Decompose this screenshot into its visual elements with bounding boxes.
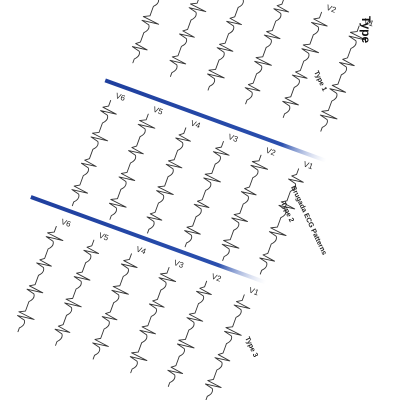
ecg-trace-3-v6	[17, 225, 64, 333]
lead-label-2-v2: V2	[265, 146, 278, 158]
lead-label-3-v4: V4	[135, 244, 148, 256]
lead-label-3-v3: V3	[173, 258, 186, 270]
lead-label-3-v6: V6	[60, 217, 73, 229]
ecg-trace-2-v2	[221, 154, 269, 261]
ecg-trace-3-v2	[167, 280, 212, 387]
ecg-traces	[17, 0, 367, 400]
ecg-trace-2-v3	[184, 141, 230, 248]
divider-type1-type2	[104, 78, 327, 163]
lead-label-2-v1: V1	[302, 160, 315, 172]
ecg-trace-1-v5	[169, 0, 215, 77]
lead-label-2-v6: V6	[114, 91, 127, 103]
lead-label-1-v2: V2	[325, 3, 338, 15]
divider-type2-type3	[30, 195, 267, 285]
ecg-trace-1-v1	[319, 25, 367, 132]
ecg-trace-2-v4	[146, 127, 191, 234]
ecg-trace-3-v4	[92, 253, 138, 360]
lead-label-3-v2: V2	[210, 272, 223, 284]
ecg-trace-1-v4	[207, 0, 254, 91]
ecg-trace-3-v1	[204, 294, 251, 400]
ecg-trace-2-v5	[108, 113, 156, 220]
ecg-trace-1-v2	[282, 11, 328, 118]
figure-title: Type	[359, 16, 373, 43]
figure-subtitle: Brugada ECG Patterns	[289, 185, 327, 256]
lead-label-2-v4: V4	[189, 118, 202, 130]
ecg-trace-2-v6	[71, 99, 117, 207]
section-label-type3: Type 3	[243, 336, 259, 359]
lead-label-1-v1: V1	[363, 17, 376, 29]
section-label-type2: Type 2	[279, 201, 295, 224]
ecg-trace-1-v6	[131, 0, 177, 64]
ecg-trace-3-v5	[54, 239, 100, 346]
lead-label-1-v3: V3	[287, 0, 300, 1]
ecg-trace-3-v3	[129, 267, 177, 374]
ecg-trace-2-v1	[259, 168, 304, 275]
lead-label-3-v1: V1	[248, 286, 261, 298]
lead-labels: V6V5V4V3V2V1V6V5V4V3V2V1V6V5V4V3V2V1	[60, 0, 376, 298]
lead-label-2-v5: V5	[152, 105, 165, 117]
section-label-type1: Type 1	[312, 70, 328, 93]
lead-label-3-v5: V5	[97, 231, 110, 243]
ecg-trace-1-v3	[244, 0, 290, 105]
lead-label-2-v3: V3	[227, 132, 240, 144]
